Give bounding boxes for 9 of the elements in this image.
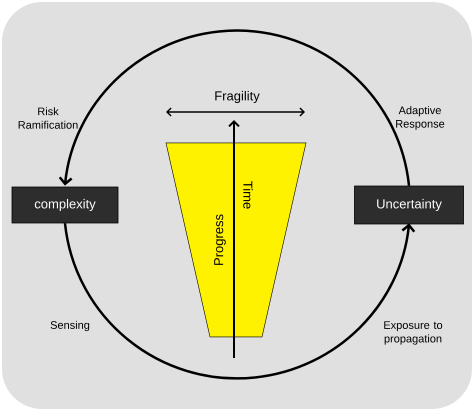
text-label: Fragility bbox=[215, 90, 260, 104]
cycle-arrow bbox=[64, 223, 416, 380]
text-label: Sensing bbox=[50, 320, 90, 332]
concept-box: complexity bbox=[12, 186, 118, 224]
text-label: Adaptive Response bbox=[396, 106, 444, 130]
concept-box: Uncertainty bbox=[354, 186, 464, 224]
text-label: Risk Ramification bbox=[18, 107, 78, 129]
cycle-arrow bbox=[58, 29, 410, 186]
text-label: Exposure to propagation bbox=[384, 321, 442, 345]
